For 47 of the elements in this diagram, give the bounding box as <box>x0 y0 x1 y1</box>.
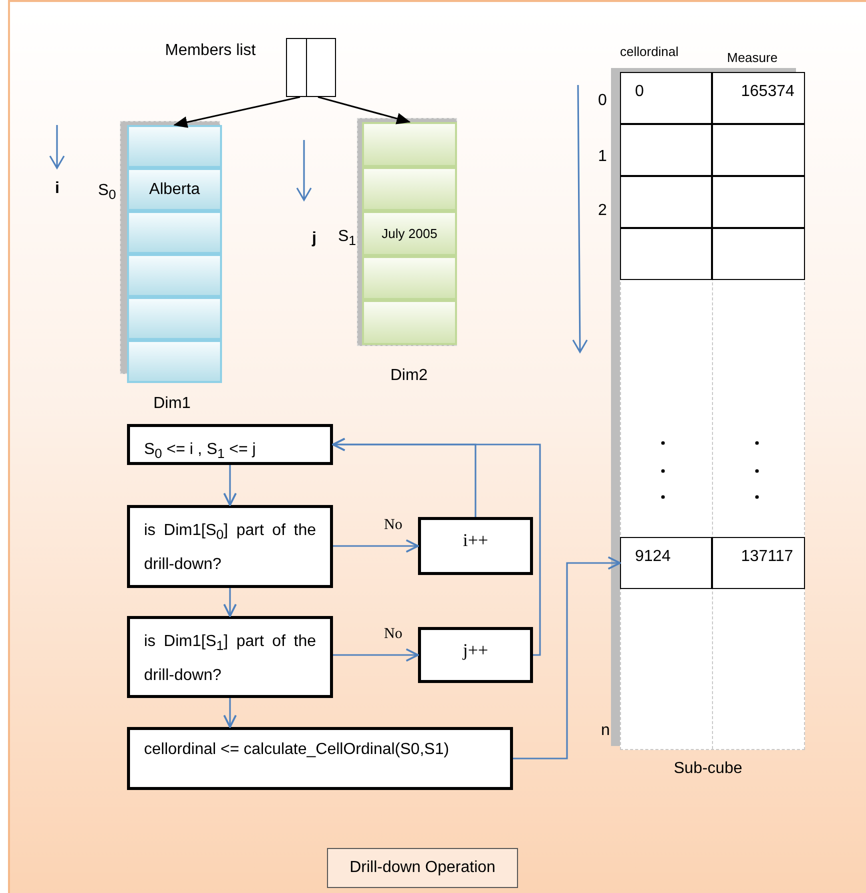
edge-label: No <box>384 626 402 643</box>
empty-cell <box>127 254 222 297</box>
table-cell: 137117 <box>712 537 805 589</box>
empty-cell <box>362 122 457 167</box>
process-box: is Dim1[S$_{0}$] part of the drill-down? <box>127 505 333 588</box>
arrow <box>173 96 300 128</box>
list-label: Members list <box>165 42 256 60</box>
empty-cell <box>362 166 457 212</box>
empty-cell <box>127 211 222 254</box>
array-caption: Dim2 <box>389 367 429 385</box>
arrow <box>513 556 621 760</box>
column-header: Measure <box>727 50 778 65</box>
empty-cell <box>362 256 457 300</box>
array-caption: Dim1 <box>152 395 192 413</box>
empty-cell <box>127 297 222 340</box>
row-pointer: S$_{1}$ <box>338 228 356 248</box>
row-number: 1 <box>598 148 607 166</box>
row-pointer: S$_{0}$ <box>98 182 116 202</box>
table-cell: 9124 <box>620 537 712 589</box>
empty-cell <box>127 340 222 383</box>
arrow <box>332 438 541 656</box>
caption-box: Drill-down Operation <box>327 848 518 888</box>
column-header: cellordinal <box>620 44 679 59</box>
process-box: S$_{0}$ <= i , S$_{1}$ <= j <box>127 424 333 465</box>
process-box: j++ <box>418 627 533 683</box>
arrow <box>223 588 237 617</box>
process-box: cellordinal <= calculate_CellOrdinal(S0,S1) <box>127 727 513 790</box>
table-cell: Alberta <box>127 168 222 211</box>
arrow <box>318 96 411 124</box>
edge-label: No <box>384 517 402 534</box>
empty-cell <box>127 125 222 168</box>
arrow <box>223 465 237 506</box>
process-box: is Dim1[S$_{1}$] part of the drill-down? <box>127 616 333 698</box>
array-caption: Sub-cube <box>672 760 744 778</box>
row-number: 0 <box>598 92 607 110</box>
arrow <box>223 698 237 728</box>
index-letter: j <box>312 230 316 248</box>
process-box: i++ <box>418 517 533 575</box>
row-number: 2 <box>598 202 607 220</box>
index-letter: i <box>55 180 60 198</box>
table-cell: 0 <box>620 72 712 124</box>
table-cell: 165374 <box>712 72 805 124</box>
arrow <box>333 648 419 662</box>
row-number: n <box>601 722 610 740</box>
table-cell: July 2005 <box>362 211 457 256</box>
arrow <box>333 539 419 553</box>
empty-cell <box>362 300 457 345</box>
